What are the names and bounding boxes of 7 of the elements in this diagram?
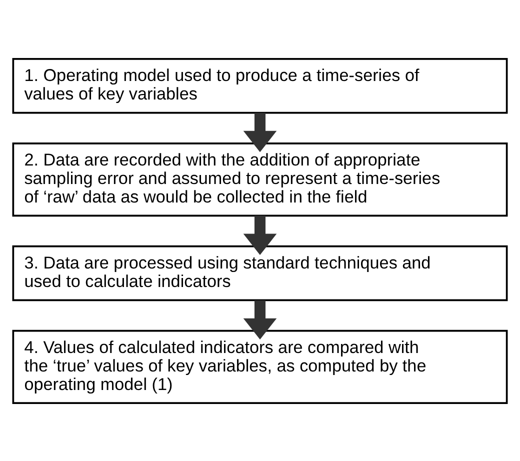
arrow	[243, 112, 277, 152]
node-box: 1. Operating model used to produce a time-series of values of key variables	[12, 57, 508, 114]
node-box: 4. Values of calculated indicators are compared with the ‘true’ values of key variables, as computed by the operating model (1)	[12, 329, 508, 404]
arrow	[243, 300, 277, 339]
node-box: 3. Data are processed using standard techniques and used to calculate indicators	[12, 244, 508, 301]
arrow	[243, 215, 277, 254]
node-box: 2. Data are recorded with the addition of appropriate sampling error and assumed to represent a time-series of ‘raw’ data as would be collected in the field	[12, 142, 508, 216]
